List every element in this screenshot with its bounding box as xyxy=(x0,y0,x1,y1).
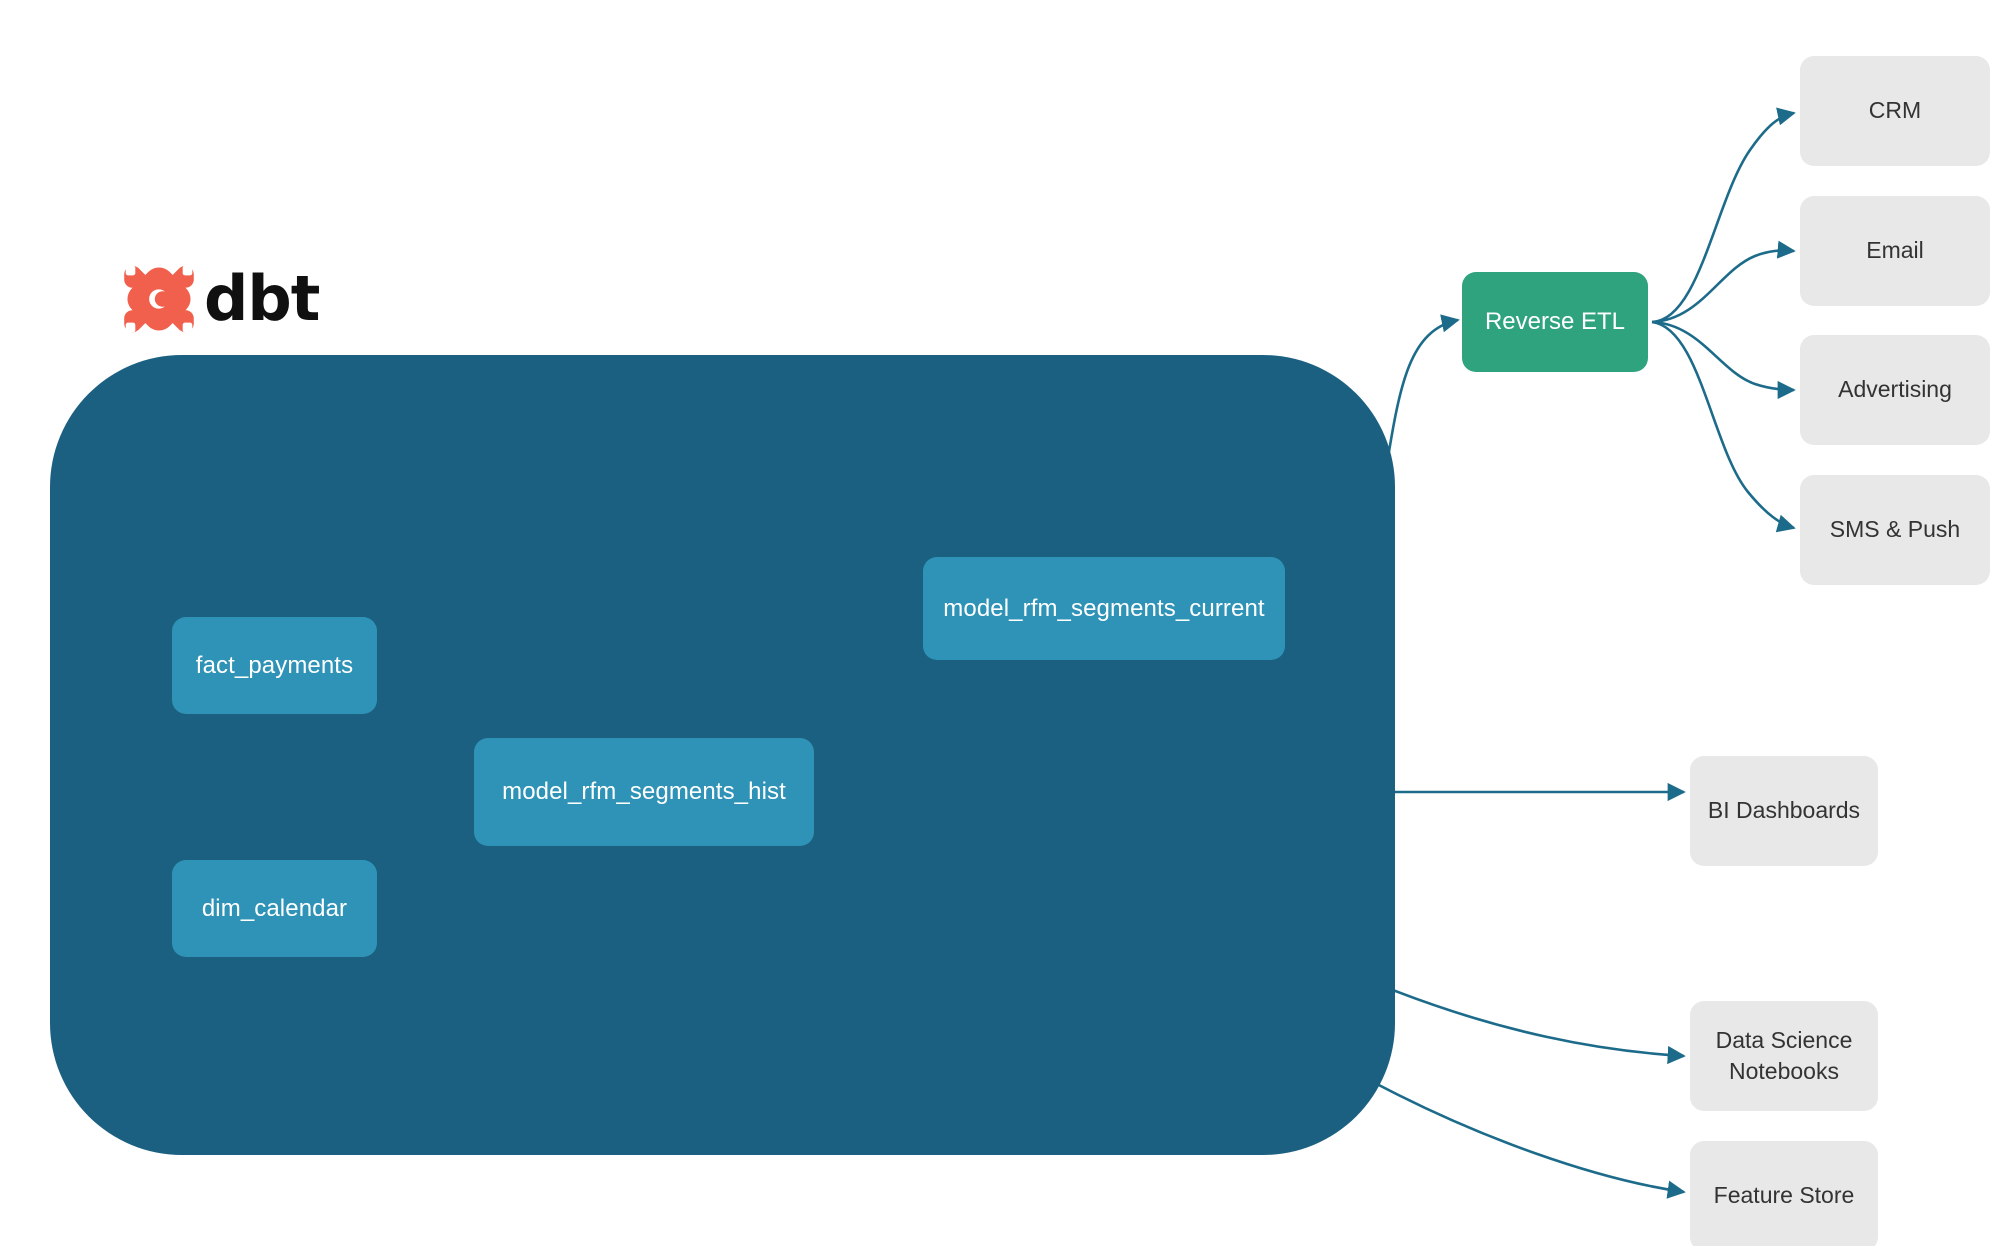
edge-reverse-etl-to-email xyxy=(1651,240,1796,324)
destination-node-feature-store[interactable]: Feature Store xyxy=(1690,1141,1878,1246)
edge-reverse-etl-to-advertising xyxy=(1651,320,1796,400)
edge-reverse-etl-to-crm xyxy=(1651,107,1796,324)
destination-node-advertising[interactable]: Advertising xyxy=(1800,335,1990,445)
destination-node-data-science-notebooks[interactable]: Data Science Notebooks xyxy=(1690,1001,1878,1111)
edge-reverse-etl-to-sms-push xyxy=(1651,320,1796,533)
model-node-label: model_rfm_segments_current xyxy=(943,594,1265,622)
destination-label: Advertising xyxy=(1838,376,1952,403)
destination-label-line-1: Data Science xyxy=(1715,1026,1853,1053)
destination-node-crm[interactable]: CRM xyxy=(1800,56,1990,166)
destination-node-sms-push[interactable]: SMS & Push xyxy=(1800,475,1990,585)
destination-label-line-2: Notebooks xyxy=(1729,1058,1839,1084)
destination-label: Feature Store xyxy=(1713,1182,1855,1209)
destination-node-email[interactable]: Email xyxy=(1800,196,1990,306)
model-node-model-rfm-segments-current[interactable]: model_rfm_segments_current xyxy=(923,557,1285,660)
destination-label: Email xyxy=(1866,237,1924,264)
model-node-model-rfm-segments-hist[interactable]: model_rfm_segments_hist xyxy=(474,738,814,846)
model-node-fact-payments[interactable]: fact_payments xyxy=(172,617,377,714)
dbt-wordmark: dbt xyxy=(204,262,320,335)
model-node-label: dim_calendar xyxy=(201,894,348,922)
destination-label: CRM xyxy=(1868,97,1922,124)
reverse-etl-node[interactable]: Reverse ETL xyxy=(1462,272,1648,372)
model-node-dim-calendar[interactable]: dim_calendar xyxy=(172,860,377,957)
destination-node-bi-dashboards[interactable]: BI Dashboards xyxy=(1690,756,1878,866)
destination-label: SMS & Push xyxy=(1829,516,1961,543)
model-node-label: fact_payments xyxy=(195,651,354,679)
model-node-label: model_rfm_segments_hist xyxy=(502,778,786,805)
destination-label: BI Dashboards xyxy=(1707,797,1861,824)
destination-label: Data Science Notebooks xyxy=(1716,1025,1853,1087)
dbt-logo-icon xyxy=(124,265,194,333)
dbt-logo: dbt xyxy=(122,262,320,336)
reverse-etl-label: Reverse ETL xyxy=(1484,308,1626,335)
